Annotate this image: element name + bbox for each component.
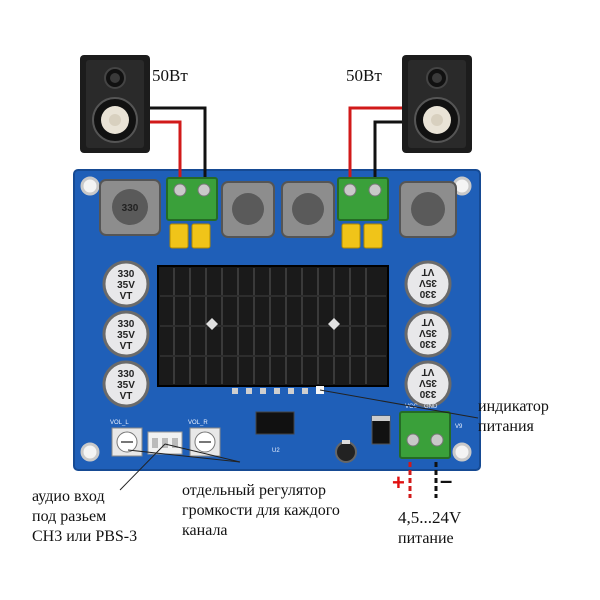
cap-right-1: 330 35V VT (404, 260, 452, 308)
cap-left-3-line1: 330 (118, 369, 135, 380)
volume-label-line3: канала (182, 522, 228, 539)
volume-label-line1: отдельный регулятор (182, 482, 327, 499)
inductor-marking: 330 (122, 203, 139, 214)
cap-left-3-line2: 35V (117, 380, 135, 391)
speaker-left (80, 55, 150, 153)
speaker-wires (150, 106, 402, 185)
ic-chip: U2 (255, 411, 295, 454)
v9-label: V9 (455, 424, 463, 430)
audio-input-label-line1: аудио вход (32, 488, 105, 505)
cap-left-3: 330 35V VT (102, 360, 150, 408)
inductor-4 (399, 181, 457, 238)
electrolytic-caps-left: 330 35V VT 330 35V VT 330 35V VT (102, 260, 150, 408)
cap-right-2: 330 35V VT (404, 310, 452, 358)
audio-input-label-line2: под разьем (32, 508, 107, 525)
vcc-label: VCC (405, 404, 418, 410)
diode (371, 415, 391, 445)
cap-right-1-line2: 35V (419, 277, 437, 288)
inductor-1: 330 (99, 179, 161, 236)
u2-label: U2 (272, 448, 280, 454)
audio-input-label-line3: CH3 или PBS-3 (32, 528, 138, 545)
cap-left-2-line2: 35V (117, 330, 135, 341)
audio-input-connector (147, 431, 183, 455)
cap-left-1-line1: 330 (118, 269, 135, 280)
cap-right-3-line3: VT (422, 366, 435, 377)
speaker-right (402, 55, 472, 153)
cap-left-1-line2: 35V (117, 280, 135, 291)
power-arrows (408, 462, 438, 498)
vol-left-label: VOL_L (110, 420, 129, 426)
power-label: питание (398, 530, 454, 547)
cap-right-2-line2: 35V (419, 327, 437, 338)
volume-label-line2: громкости для каждого (182, 502, 340, 519)
cap-left-2-line1: 330 (118, 319, 135, 330)
cap-right-2-line3: VT (422, 316, 435, 327)
indicator-label-line1: индикатор (478, 398, 549, 415)
cap-left-1: 330 35V VT (102, 260, 150, 308)
volume-pot-right: VOL_R (188, 420, 221, 457)
cap-left-2: 330 35V VT (102, 310, 150, 358)
cap-left-3-line3: VT (120, 391, 133, 402)
heatsink (157, 265, 389, 387)
gnd-label: GND (424, 404, 438, 410)
small-cap (335, 440, 357, 463)
cap-right-3-line1: 330 (419, 388, 436, 399)
indicator-label-line2: питания (478, 418, 534, 435)
electrolytic-caps-right: 330 35V VT 330 35V VT 330 35V VT (404, 260, 452, 408)
film-capacitors (169, 223, 383, 249)
cap-right-3-line2: 35V (419, 377, 437, 388)
speaker-terminal-right (337, 177, 389, 221)
voltage-label: 4,5...24V (398, 508, 462, 527)
power-terminal: VCC GND V9 (399, 404, 463, 459)
cap-right-1-line3: VT (422, 266, 435, 277)
inductor-2 (221, 181, 275, 238)
inductor-3 (281, 181, 335, 238)
left-speaker-power: 50Вт (152, 66, 188, 85)
cap-left-2-line3: VT (120, 341, 133, 352)
cap-right-1-line1: 330 (419, 288, 436, 299)
minus-sign: – (440, 468, 453, 493)
cap-left-1-line3: VT (120, 291, 133, 302)
cap-right-2-line1: 330 (419, 338, 436, 349)
cap-right-3: 330 35V VT (404, 360, 452, 408)
right-speaker-power: 50Вт (346, 66, 382, 85)
vol-right-label: VOL_R (188, 420, 208, 426)
annotation-lines (119, 389, 479, 491)
plus-sign: + (392, 470, 405, 495)
speaker-terminal-left (166, 177, 218, 221)
